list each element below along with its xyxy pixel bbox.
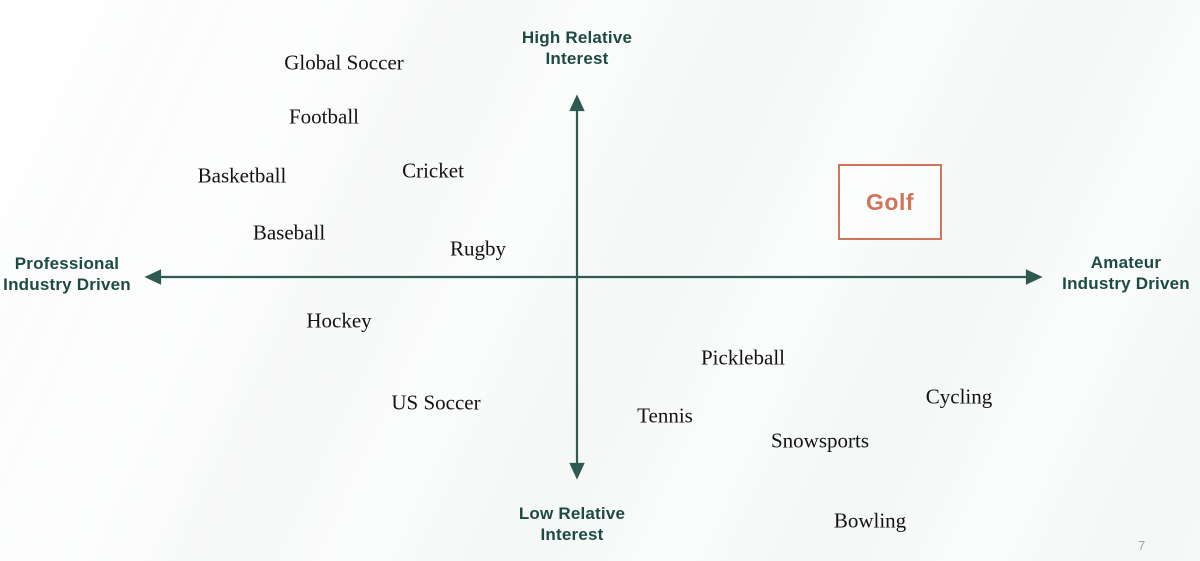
x-axis-left-label-line2: Industry Driven [3,275,131,294]
arrow-left-icon [144,269,162,285]
x-axis-left-label-line1: Professional [14,254,120,273]
y-axis-bottom-label: Low Relative Interest [519,503,625,545]
x-axis-right-label-line2: Industry Driven [1062,274,1190,293]
sport-label: Cycling [925,384,993,409]
sport-label: Hockey [306,308,372,333]
y-axis [569,94,585,480]
sport-label: Bowling [833,508,907,533]
arrow-right-icon [1025,269,1043,285]
golf-highlight-box: Golf [838,164,942,240]
y-axis-top-label: High Relative Interest [522,27,632,69]
sport-label: US Soccer [391,390,481,415]
sport-label: Snowsports [770,428,870,453]
sport-label: Rugby [449,236,507,261]
x-axis-left-label: Professional Industry Driven [3,253,131,295]
sport-label: Football [288,104,360,129]
y-axis-top-label-line2: Interest [545,49,609,68]
y-axis-bottom-label-line2: Interest [540,525,604,544]
y-axis-top-label-line1: High Relative [521,28,633,47]
y-axis-bottom-label-line1: Low Relative [518,504,626,523]
sport-label: Cricket [402,158,464,183]
page-number: 7 [1138,538,1146,553]
sport-label: Pickleball [701,345,785,370]
x-axis-right-label-line1: Amateur [1090,253,1162,272]
sport-label: Basketball [197,163,287,188]
sport-label: Global Soccer [284,50,404,75]
x-axis [144,269,1043,285]
arrow-up-icon [569,94,585,112]
arrow-down-icon [569,462,585,480]
x-axis-right-label: Amateur Industry Driven [1062,252,1190,294]
sport-label: Baseball [252,220,326,245]
sport-label: Tennis [637,403,693,428]
